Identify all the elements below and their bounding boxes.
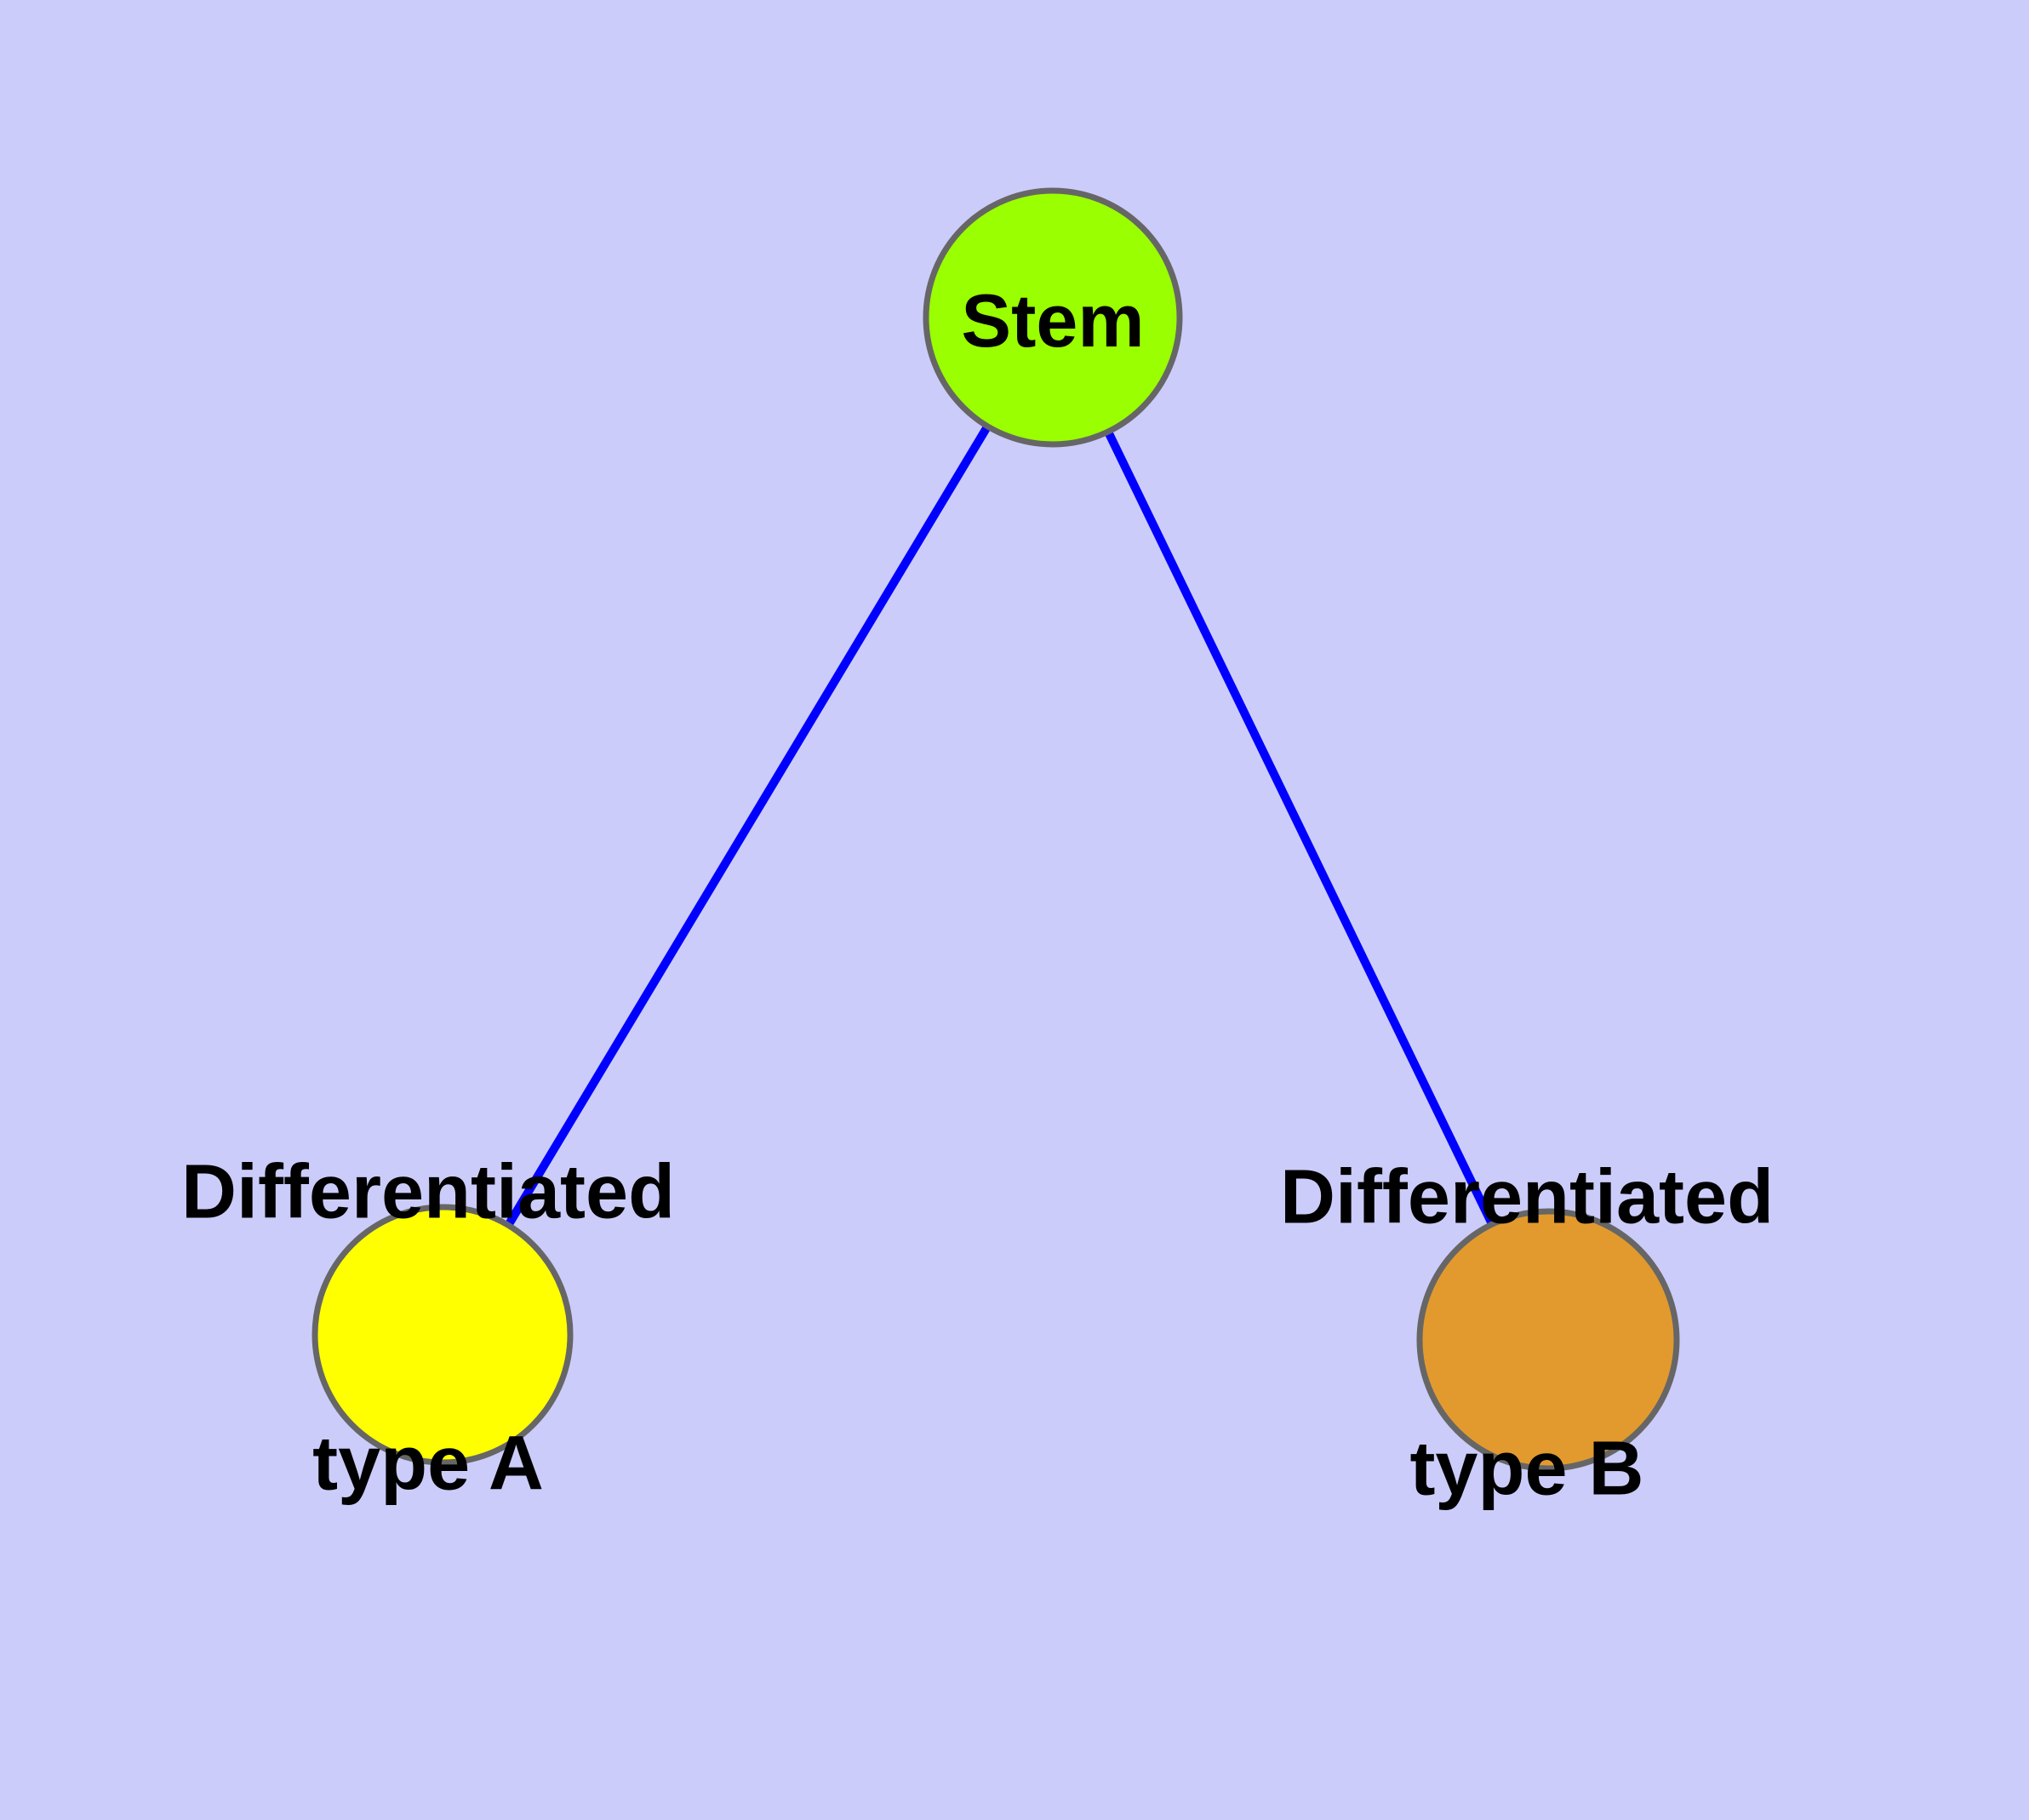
edge-stem-to-differentiated-type-a[interactable] [438, 315, 1057, 1337]
node-circle-differentiated-type-b[interactable] [1416, 1208, 1680, 1472]
edge-layer [438, 315, 1552, 1342]
node-circle-stem[interactable] [923, 187, 1183, 448]
edge-stem-to-differentiated-type-b[interactable] [1049, 315, 1552, 1342]
node-layer [311, 187, 1680, 1472]
node-circle-differentiated-type-a[interactable] [311, 1204, 574, 1466]
